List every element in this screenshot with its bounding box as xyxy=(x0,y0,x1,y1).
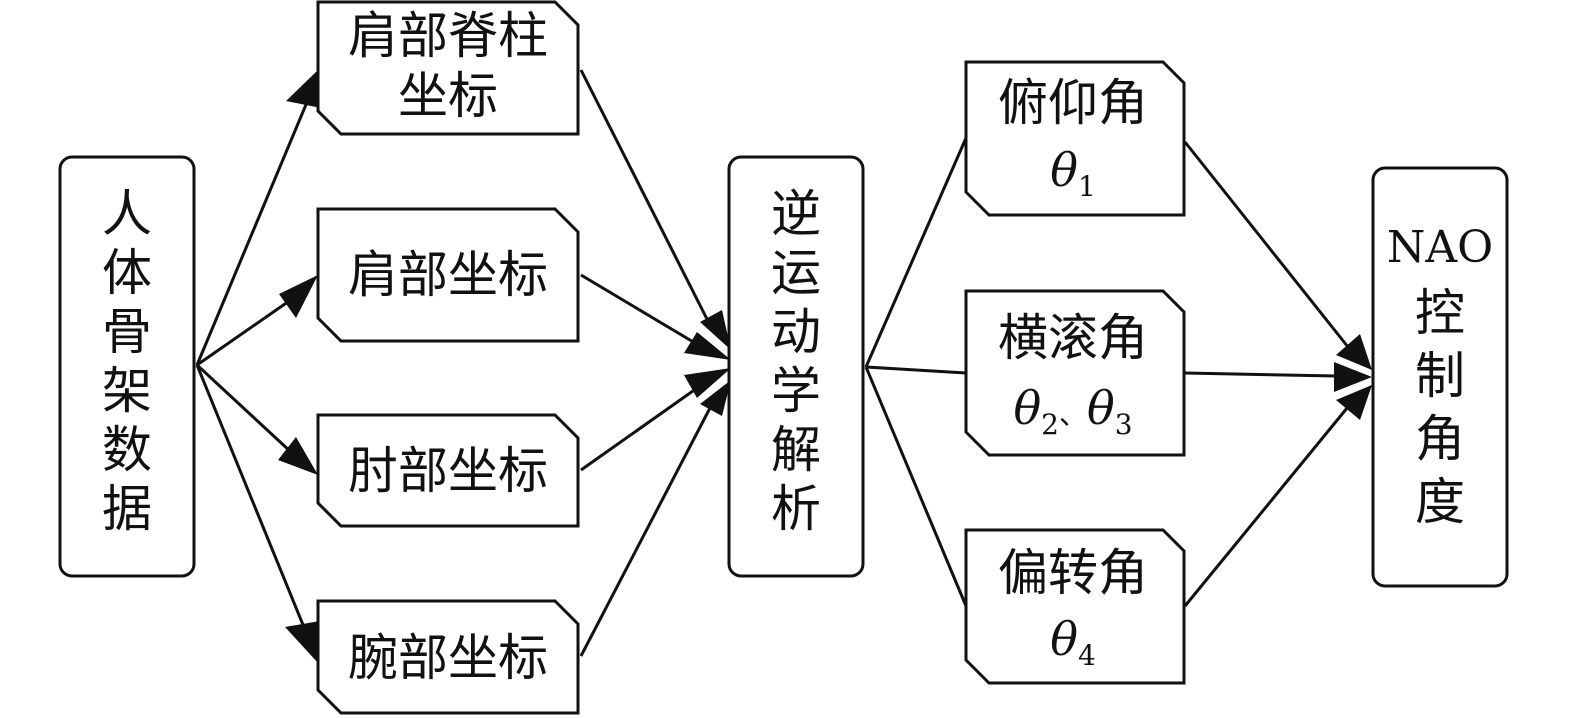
output-box-title: NAO xyxy=(1387,222,1493,273)
theta-symbol: θ xyxy=(1013,381,1041,435)
edge-shoulder-to-solver xyxy=(580,273,701,348)
edge-pitch-to-output xyxy=(1183,141,1354,353)
source-char: 数 xyxy=(102,421,152,479)
angle-box-pitch: 俯仰角 θ1 xyxy=(964,60,1186,217)
coord-box-wrist-frame xyxy=(316,599,580,715)
arrowhead-solver-1 xyxy=(700,310,731,350)
coord-box-elbow-label: 肘部坐标 xyxy=(348,442,548,500)
angle-box-roll: 横滚角 θ2、θ3 xyxy=(964,289,1186,457)
source-char: 骨 xyxy=(102,303,152,361)
arrowhead-shoulder xyxy=(279,275,318,318)
solver-char: 逆 xyxy=(771,185,821,243)
arrowhead-solver-2 xyxy=(684,332,731,360)
arrowhead-wrist xyxy=(285,621,320,663)
source-char: 人 xyxy=(102,185,152,243)
angle-box-yaw-frame xyxy=(964,528,1186,685)
edge-source-to-elbow xyxy=(195,363,307,467)
theta-subscript: 2 xyxy=(1041,408,1059,441)
edge-solver-to-pitch xyxy=(864,137,968,368)
edge-elbow-to-solver xyxy=(580,384,701,472)
angle-box-pitch-symbol: θ1 xyxy=(1050,143,1096,203)
angle-box-yaw-name: 偏转角 xyxy=(998,544,1148,602)
arrowhead-spine xyxy=(286,70,321,108)
theta-symbol: θ xyxy=(1087,381,1115,435)
theta-subscript: 3 xyxy=(1115,408,1133,441)
arrowheads-solver xyxy=(684,310,731,416)
angle-box-roll-symbols: θ2、θ3 xyxy=(1013,381,1132,441)
angle-box-yaw: 偏转角 θ4 xyxy=(964,528,1186,685)
solver-char: 动 xyxy=(771,303,821,361)
source-char: 架 xyxy=(102,362,152,420)
coord-box-wrist: 腕部坐标 xyxy=(316,599,580,715)
output-char: 制 xyxy=(1415,347,1465,405)
theta-symbol: θ xyxy=(1050,612,1078,666)
edge-source-to-spine xyxy=(195,94,312,366)
edge-solver-to-roll xyxy=(865,365,967,375)
coord-box-elbow-frame xyxy=(316,413,580,528)
coord-box-shoulder: 肩部坐标 xyxy=(316,207,580,343)
output-box-frame xyxy=(1371,166,1509,588)
coord-box-shoulder-label: 肩部坐标 xyxy=(348,246,548,304)
arrowhead-output-3 xyxy=(1336,385,1372,420)
edge-yaw-to-output xyxy=(1183,401,1354,607)
solver-char: 析 xyxy=(771,480,821,538)
angle-box-pitch-name: 俯仰角 xyxy=(998,74,1148,132)
angle-box-pitch-frame xyxy=(964,60,1186,217)
coord-box-elbow: 肘部坐标 xyxy=(316,413,580,528)
arrowhead-solver-4 xyxy=(700,380,731,416)
connectors-solver xyxy=(579,69,712,657)
source-char: 体 xyxy=(102,244,152,302)
edge-wrist-to-solver xyxy=(579,407,712,657)
connectors-output xyxy=(1183,141,1354,607)
solver-char: 运 xyxy=(771,244,821,302)
source-char: 据 xyxy=(102,480,152,538)
solver-box-frame xyxy=(727,155,865,578)
coord-box-wrist-label: 腕部坐标 xyxy=(348,629,548,687)
source-box-frame xyxy=(58,155,196,578)
angle-box-roll-name: 横滚角 xyxy=(998,309,1148,367)
coord-box-spine-line2: 坐标 xyxy=(398,67,498,125)
symbol-separator: 、 xyxy=(1059,398,1087,431)
coord-box-shoulder-frame xyxy=(316,207,580,343)
coord-box-spine-frame xyxy=(316,0,580,136)
coord-box-spine-line1: 肩部脊柱 xyxy=(348,7,548,65)
angle-box-roll-frame xyxy=(964,289,1186,457)
angle-box-yaw-symbol: θ4 xyxy=(1050,612,1096,672)
solver-char: 解 xyxy=(771,421,821,479)
edge-source-to-wrist xyxy=(195,364,312,643)
output-char: 度 xyxy=(1415,473,1465,531)
edge-solver-to-yaw xyxy=(864,366,968,607)
connectors-source xyxy=(195,94,312,643)
arrowhead-output-2 xyxy=(1334,362,1372,392)
solver-box: 逆 运 动 学 解 析 xyxy=(727,155,865,578)
theta-symbol: θ xyxy=(1050,143,1078,197)
connectors-angles xyxy=(864,137,968,607)
arrowheads-output xyxy=(1334,334,1372,420)
solver-char: 学 xyxy=(771,362,821,420)
coord-box-spine: 肩部脊柱 坐标 xyxy=(316,0,580,136)
output-box: NAO 控 制 角 度 xyxy=(1371,166,1509,588)
arrowhead-solver-3 xyxy=(684,368,731,398)
edge-roll-to-output xyxy=(1184,371,1337,378)
arrowhead-elbow xyxy=(278,437,318,475)
theta-subscript: 4 xyxy=(1078,639,1096,672)
arrowheads-source xyxy=(278,70,321,663)
arrowhead-output-1 xyxy=(1336,334,1372,370)
output-char: 角 xyxy=(1415,410,1465,468)
output-char: 控 xyxy=(1415,284,1465,342)
theta-subscript: 1 xyxy=(1078,170,1096,203)
edge-spine-to-solver xyxy=(579,69,712,326)
source-box: 人 体 骨 架 数 据 xyxy=(58,155,196,578)
